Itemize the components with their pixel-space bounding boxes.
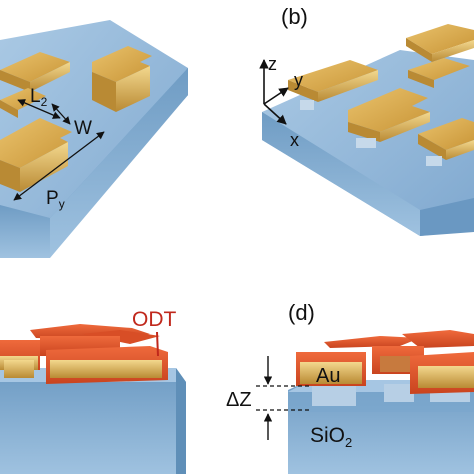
panel-c: ODT [0,308,186,474]
odt-pointer [156,331,159,357]
dimension-lines-a [13,99,105,201]
axis-label-x: x [290,130,299,150]
panel-b: (b) [259,4,474,236]
dimension-label-w: W [74,118,92,139]
annotation-sio2: SiO2 [310,424,352,450]
dimension-label-l2: L2 [30,86,48,109]
panel-d: (d) [226,300,474,474]
panel-a: L2 W Py [0,20,188,258]
odt-coated-nanoblocks-c [0,324,168,384]
panel-label-d: (d) [288,300,315,325]
panel-label-b: (b) [281,4,308,29]
odt-coated-nanoblocks-d [296,330,474,394]
coordinate-axes-b [259,59,289,125]
annotation-odt: ODT [132,308,177,331]
axis-label-z: z [268,54,277,74]
gold-nanoblocks-b [288,24,474,166]
axis-label-y: y [294,70,303,90]
annotation-delta-z: ΔZ [226,389,252,411]
substrate-c [0,368,186,474]
dimension-label-py: Py [46,188,65,211]
delta-z-indicator [256,356,312,440]
annotation-au: Au [316,365,340,387]
